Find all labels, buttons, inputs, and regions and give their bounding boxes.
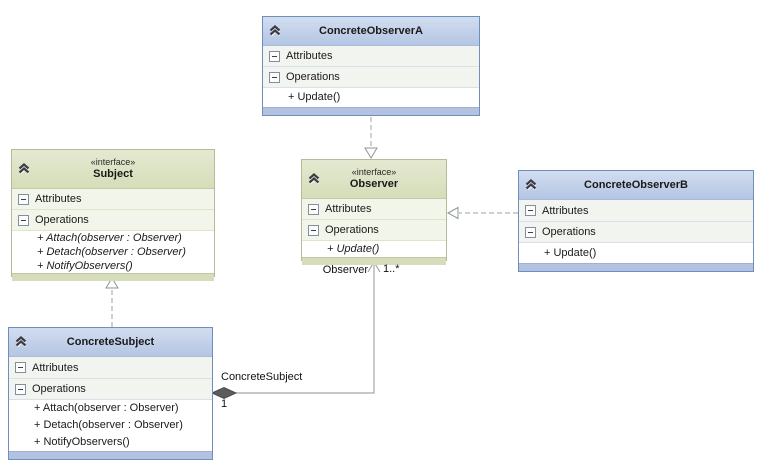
- class-box-concreteobservera[interactable]: ConcreteObserverA Attributes Operations …: [262, 16, 480, 116]
- class-name: Subject: [93, 168, 133, 180]
- operations-section-row[interactable]: Operations: [9, 379, 212, 400]
- realization-connector-concreteobservera-observer[interactable]: [364, 117, 378, 159]
- class-name: ConcreteObserverA: [319, 24, 423, 37]
- class-header: «interface» Observer: [302, 160, 446, 199]
- aggregation-connector-concretesubject-observer[interactable]: [210, 261, 381, 400]
- realization-connector-concreteobserverb-observer[interactable]: [446, 206, 518, 220]
- class-box-concretesubject[interactable]: ConcreteSubject Attributes Operations + …: [8, 327, 213, 460]
- collapse-minus-icon[interactable]: [18, 214, 29, 226]
- association-target-multiplicity-label: 1..*: [383, 263, 400, 275]
- operation-member[interactable]: + Detach(observer : Observer): [12, 245, 214, 259]
- stereotype-label: «interface»: [351, 167, 397, 177]
- section-label: Attributes: [542, 204, 589, 217]
- box-footer-strip: [519, 263, 753, 271]
- attributes-section-row[interactable]: Attributes: [519, 200, 753, 222]
- class-header: ConcreteObserverA: [263, 17, 479, 46]
- operation-member[interactable]: + Attach(observer : Observer): [12, 231, 214, 245]
- section-label: Operations: [32, 383, 86, 395]
- operation-member[interactable]: + Update(): [263, 88, 479, 106]
- operation-member[interactable]: + NotifyObservers(): [12, 259, 214, 273]
- class-header: ConcreteObserverB: [519, 171, 753, 200]
- class-name: ConcreteObserverB: [584, 178, 688, 191]
- association-source-role-label: ConcreteSubject: [221, 371, 303, 383]
- collapse-chevron-icon[interactable]: [17, 162, 32, 176]
- collapse-chevron-icon[interactable]: [307, 172, 322, 186]
- operations-section-row[interactable]: Operations: [519, 222, 753, 243]
- section-label: Attributes: [286, 50, 333, 62]
- stereotype-label: «interface»: [90, 157, 136, 167]
- box-footer-strip: [263, 107, 479, 115]
- attributes-section-row[interactable]: Attributes: [12, 189, 214, 210]
- collapse-minus-icon[interactable]: [269, 71, 280, 83]
- operation-member[interactable]: + Update(): [302, 241, 446, 257]
- collapse-minus-icon[interactable]: [525, 205, 536, 216]
- operation-member[interactable]: + NotifyObservers(): [9, 434, 212, 451]
- section-label: Operations: [542, 226, 596, 238]
- collapse-chevron-icon[interactable]: [14, 335, 29, 349]
- class-header: «interface» Subject: [12, 150, 214, 189]
- box-footer-strip: [302, 257, 446, 265]
- class-name: ConcreteSubject: [66, 335, 155, 348]
- collapse-minus-icon[interactable]: [18, 193, 29, 205]
- operation-member[interactable]: + Update(): [519, 243, 753, 263]
- attributes-section-row[interactable]: Attributes: [263, 46, 479, 67]
- collapse-minus-icon[interactable]: [15, 362, 26, 373]
- class-box-subject[interactable]: «interface» Subject Attributes Operation…: [11, 149, 215, 281]
- operations-section-row[interactable]: Operations: [12, 210, 214, 231]
- collapse-chevron-icon[interactable]: [268, 24, 283, 38]
- class-box-concreteobserverb[interactable]: ConcreteObserverB Attributes Operations …: [518, 170, 754, 272]
- collapse-minus-icon[interactable]: [269, 50, 280, 62]
- association-target-role-label: Observer: [322, 264, 368, 276]
- collapse-minus-icon[interactable]: [308, 203, 319, 215]
- collapse-minus-icon[interactable]: [15, 383, 26, 395]
- operation-member[interactable]: + Detach(observer : Observer): [9, 417, 212, 434]
- box-filler: [263, 106, 479, 107]
- class-box-observer[interactable]: «interface» Observer Attributes Operatio…: [301, 159, 447, 265]
- section-label: Attributes: [32, 361, 79, 374]
- section-label: Operations: [286, 71, 340, 83]
- box-footer-strip: [9, 451, 212, 459]
- section-label: Attributes: [325, 203, 372, 215]
- attributes-section-row[interactable]: Attributes: [302, 199, 446, 220]
- section-label: Attributes: [35, 193, 82, 205]
- attributes-section-row[interactable]: Attributes: [9, 357, 212, 379]
- realization-connector-concretesubject-subject[interactable]: [105, 277, 119, 327]
- operations-section-row[interactable]: Operations: [263, 67, 479, 88]
- operations-section-row[interactable]: Operations: [302, 220, 446, 241]
- collapse-minus-icon[interactable]: [308, 224, 319, 236]
- class-header: ConcreteSubject: [9, 328, 212, 357]
- box-footer-strip: [12, 273, 214, 281]
- association-source-multiplicity-label: 1: [221, 398, 228, 410]
- operation-member[interactable]: + Attach(observer : Observer): [9, 400, 212, 417]
- collapse-minus-icon[interactable]: [525, 226, 536, 238]
- section-label: Operations: [35, 214, 89, 226]
- class-name: Observer: [349, 178, 399, 190]
- collapse-chevron-icon[interactable]: [524, 178, 539, 192]
- section-label: Operations: [325, 224, 379, 236]
